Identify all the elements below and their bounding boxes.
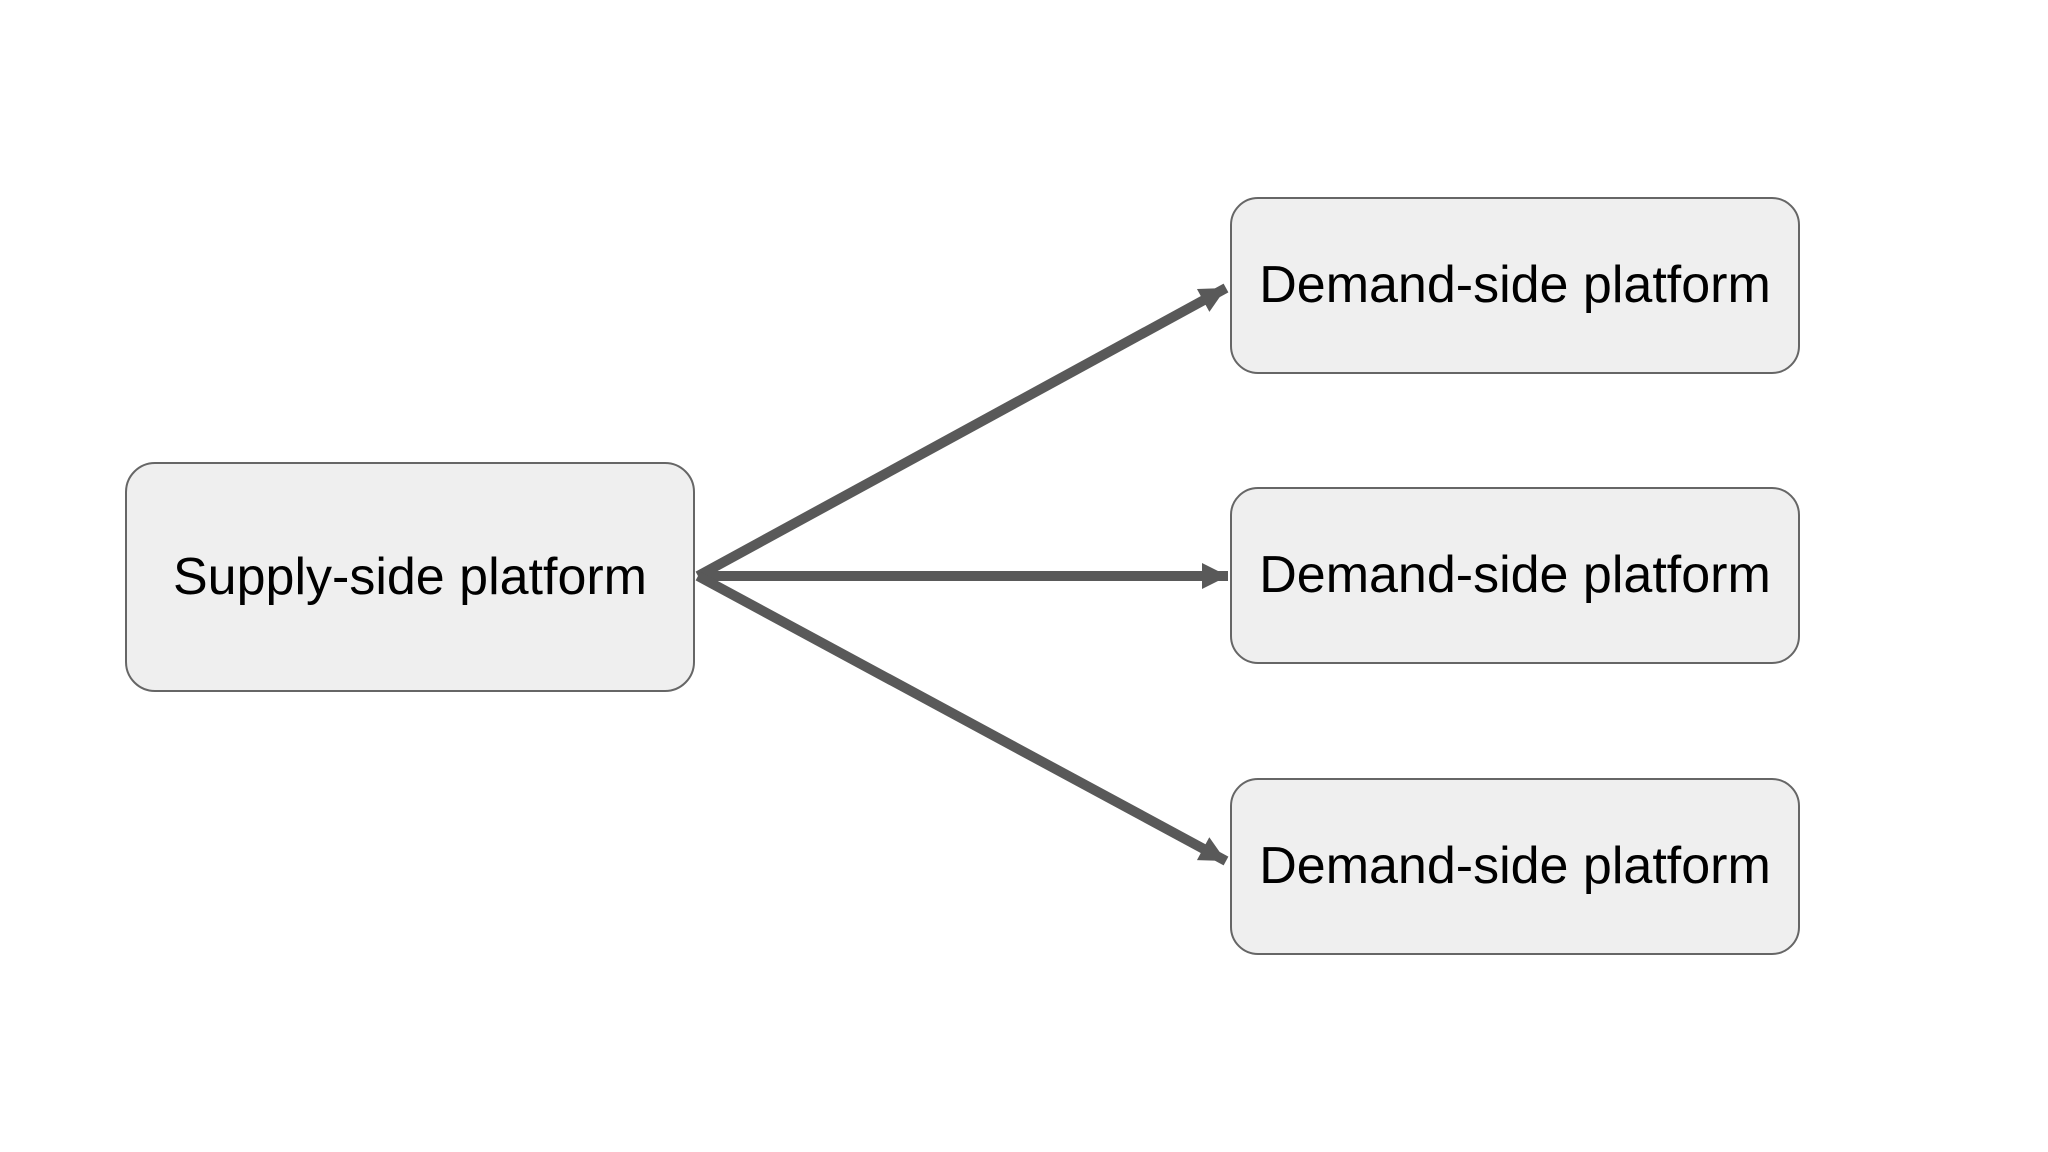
demand-side-platform-label-2: Demand-side platform xyxy=(1259,546,1771,605)
supply-side-platform-label: Supply-side platform xyxy=(173,547,647,606)
arrow-group xyxy=(695,283,1229,866)
arrow-edge-3 xyxy=(695,571,1229,866)
supply-side-platform-node: Supply-side platform xyxy=(125,462,695,692)
demand-side-platform-node-1: Demand-side platform xyxy=(1230,197,1800,374)
demand-side-platform-label-3: Demand-side platform xyxy=(1259,837,1771,896)
demand-side-platform-label-1: Demand-side platform xyxy=(1259,256,1771,315)
demand-side-platform-node-2: Demand-side platform xyxy=(1230,487,1800,664)
demand-side-platform-node-3: Demand-side platform xyxy=(1230,778,1800,955)
arrow-edge-1 xyxy=(695,283,1229,581)
